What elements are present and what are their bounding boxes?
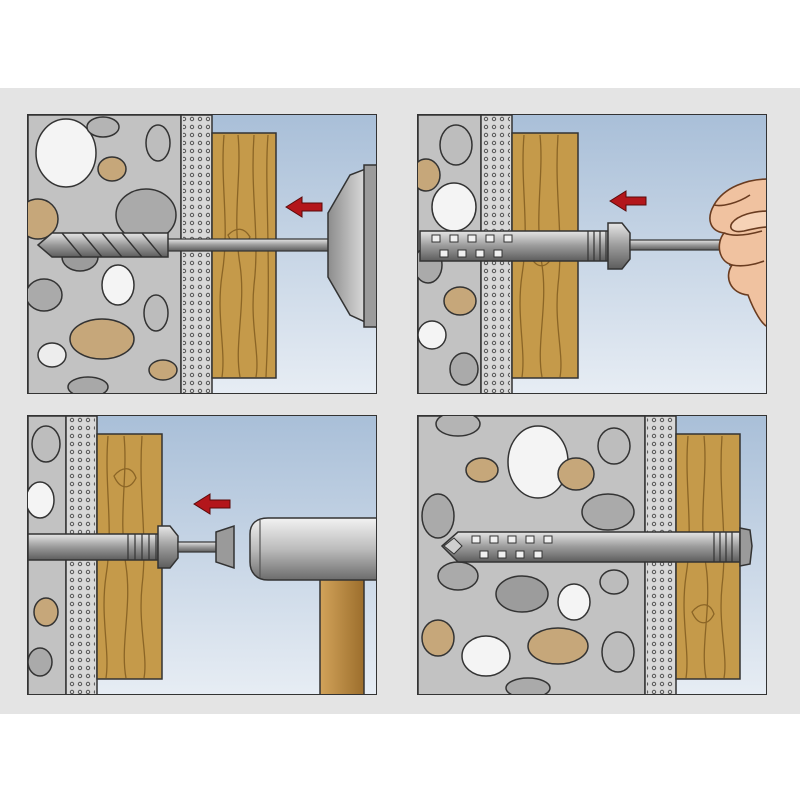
- aggregate-stones: [421, 416, 635, 694]
- aggregate-stones: [418, 124, 479, 386]
- drill-chuck: [327, 164, 376, 328]
- frame-fixing-anchor-icon: [28, 524, 235, 570]
- arrow-left-icon: [285, 196, 323, 218]
- wood-grain: [683, 435, 726, 679]
- panel-step-2-inserting: [417, 114, 767, 394]
- wood-grain: [219, 134, 269, 378]
- panel-2-drawing: [418, 115, 766, 393]
- wood-grain: [519, 134, 562, 378]
- panel-3-drawing: [28, 416, 376, 694]
- panel-4-drawing: [418, 416, 766, 694]
- arrow-left-icon: [193, 493, 231, 515]
- arrow-left-icon: [609, 190, 647, 212]
- wood-grain: [103, 435, 146, 679]
- panel-step-3-hammering: [27, 415, 377, 695]
- panel-step-1-drilling: [27, 114, 377, 394]
- hammer-icon: [249, 517, 376, 694]
- panel-step-4-installed: [417, 415, 767, 695]
- aggregate-stones: [28, 116, 178, 393]
- frame-fixing-anchor-icon: [440, 527, 753, 567]
- panel-1-drawing: [28, 115, 376, 393]
- drill-bit-icon: [36, 232, 344, 258]
- aggregate-stones: [28, 425, 61, 677]
- hand-icon: [709, 178, 766, 327]
- plaster-dots: [183, 115, 210, 393]
